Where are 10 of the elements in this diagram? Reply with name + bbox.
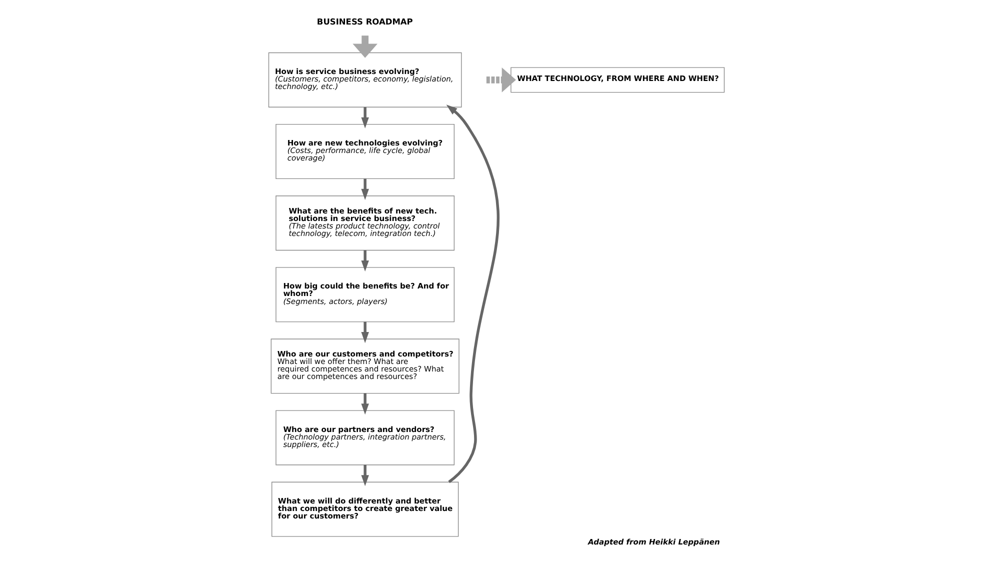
arrow [361, 178, 369, 200]
arrow [361, 393, 369, 415]
arrow [446, 104, 500, 484]
arrow [361, 322, 369, 344]
arrow [361, 464, 369, 486]
arrow [486, 68, 516, 92]
arrow [352, 36, 378, 58]
node-text: BUSINESS ROADMAP [316, 16, 413, 27]
arrow [361, 107, 369, 128]
arrow [361, 250, 369, 272]
